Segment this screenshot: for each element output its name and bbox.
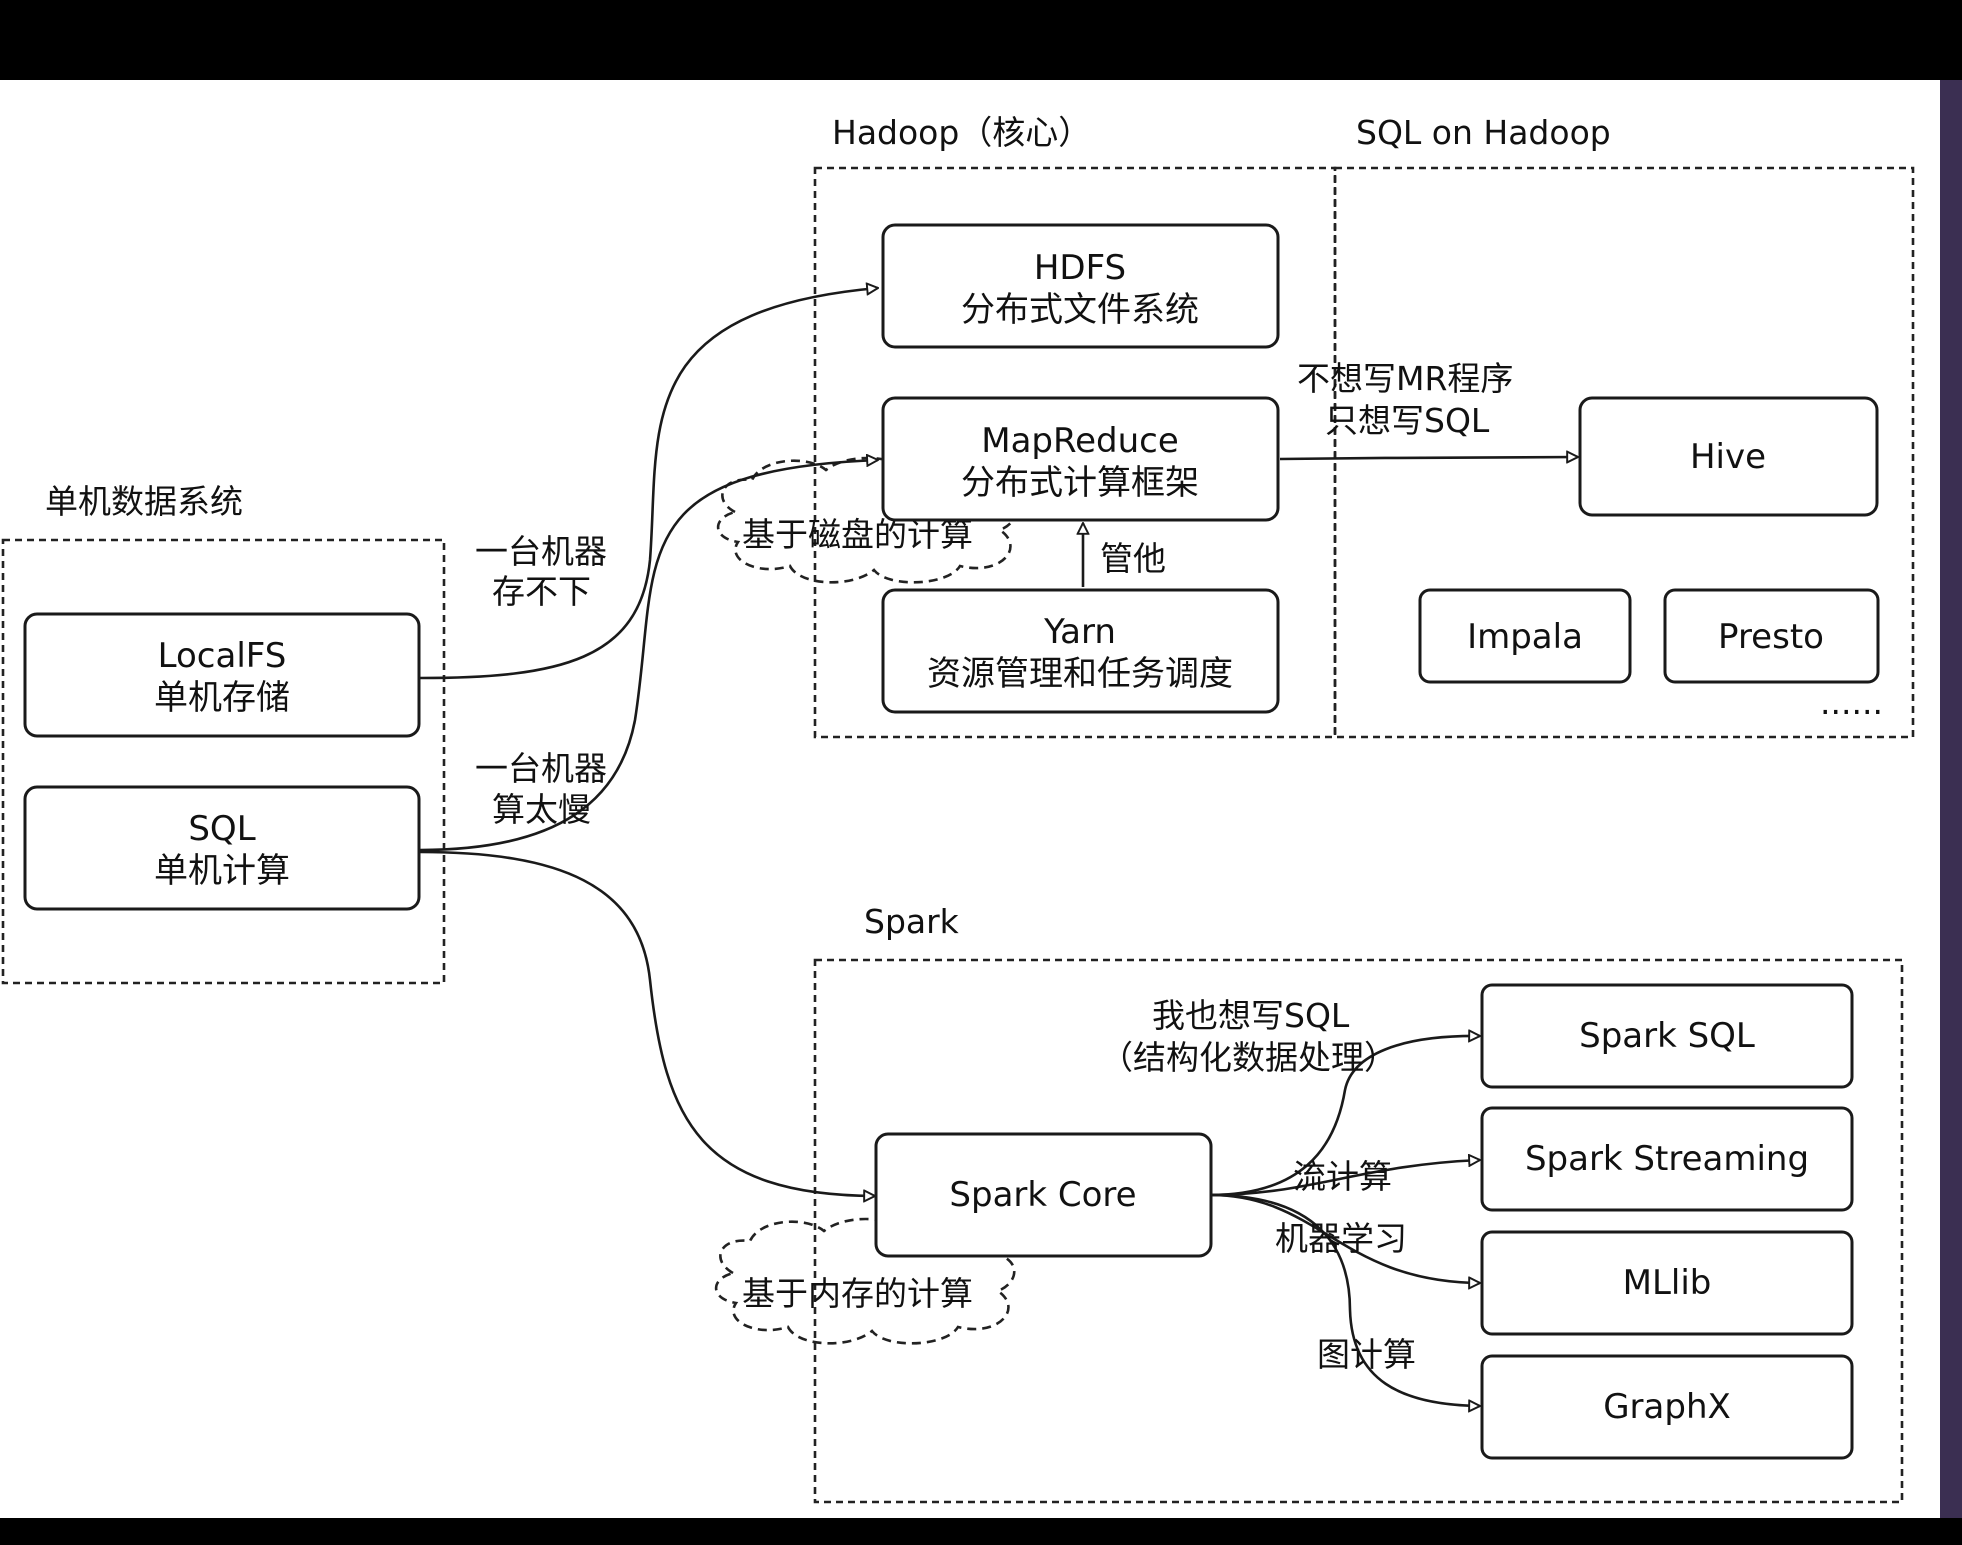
node-presto[interactable]: Presto: [1663, 588, 1880, 684]
spark-streaming-label: Spark Streaming: [1525, 1139, 1809, 1179]
disk-compute-cloud: [716, 456, 1018, 584]
label-manages: 管他: [1100, 539, 1166, 578]
label-to-spark-sql-2: （结构化数据处理）: [1100, 1038, 1397, 1077]
label-to-spark-sql-1: 我也想写SQL: [1152, 996, 1350, 1035]
mllib-label: MLlib: [1623, 1263, 1712, 1303]
spark-core-label: Spark Core: [949, 1175, 1136, 1215]
node-graphx[interactable]: GraphX: [1480, 1354, 1854, 1460]
node-hive[interactable]: Hive: [1578, 396, 1879, 517]
node-spark-sql[interactable]: Spark SQL: [1480, 983, 1854, 1089]
hdfs-desc: 分布式文件系统: [961, 290, 1199, 330]
edge-sql-sparkcore: [419, 850, 875, 1196]
sql-on-hadoop-title: SQL on Hadoop: [1356, 113, 1611, 152]
spark-frame: [813, 958, 1904, 1504]
label-compute-slow-2: 算太慢: [492, 790, 591, 829]
impala-label: Impala: [1467, 617, 1583, 657]
hadoop-title: Hadoop（核心）: [832, 113, 1091, 152]
label-storage-limit-2: 存不下: [492, 572, 591, 611]
node-spark-core[interactable]: Spark Core: [874, 1132, 1213, 1258]
yarn-name: Yarn: [1043, 612, 1116, 652]
memory-compute-note: 基于内存的计算: [742, 1274, 973, 1313]
right-side-strip: [1940, 80, 1962, 1518]
node-mllib[interactable]: MLlib: [1480, 1230, 1854, 1336]
graphx-label: GraphX: [1603, 1387, 1731, 1427]
edge-sparkcore-sparksql: [1209, 1036, 1480, 1197]
node-sql[interactable]: SQL 单机计算: [23, 785, 421, 911]
label-graph: 图计算: [1317, 1335, 1416, 1374]
edge-sql-mapreduce: [419, 460, 878, 852]
label-ml: 机器学习: [1275, 1219, 1407, 1258]
spark-sql-label: Spark SQL: [1579, 1016, 1755, 1056]
edge-sparkcore-streaming: [1209, 1160, 1480, 1197]
label-to-hive-1: 不想写MR程序: [1297, 359, 1513, 398]
memory-compute-cloud: [714, 1217, 1016, 1345]
node-mapreduce[interactable]: MapReduce 分布式计算框架: [881, 396, 1280, 522]
spark-title: Spark: [864, 902, 960, 941]
yarn-desc: 资源管理和任务调度: [927, 654, 1233, 694]
more-ellipsis: ......: [1820, 683, 1883, 722]
localfs-name: LocalFS: [158, 636, 287, 676]
label-compute-slow-1: 一台机器: [475, 749, 607, 788]
hive-label: Hive: [1690, 437, 1766, 477]
mapreduce-desc: 分布式计算框架: [961, 463, 1199, 503]
edge-sparkcore-graphx: [1209, 1193, 1480, 1406]
label-to-hive-2: 只想写SQL: [1325, 401, 1490, 440]
sql-name: SQL: [188, 809, 255, 849]
localfs-desc: 单机存储: [154, 678, 290, 718]
node-hdfs[interactable]: HDFS 分布式文件系统: [881, 223, 1280, 349]
sql-desc: 单机计算: [154, 851, 290, 891]
edge-mapreduce-hive: [1279, 457, 1578, 459]
sql-on-hadoop-frame: [1333, 166, 1915, 739]
single-system-frame: [1, 538, 446, 985]
node-impala[interactable]: Impala: [1418, 588, 1632, 684]
node-yarn[interactable]: Yarn 资源管理和任务调度: [881, 588, 1280, 714]
bottom-black-band: [0, 1518, 1962, 1545]
node-localfs[interactable]: LocalFS 单机存储: [23, 612, 421, 738]
node-spark-streaming[interactable]: Spark Streaming: [1480, 1106, 1854, 1212]
edge-sparkcore-mllib: [1209, 1193, 1480, 1283]
top-black-band: [0, 0, 1962, 80]
hdfs-name: HDFS: [1034, 248, 1126, 288]
edge-localfs-hdfs: [419, 288, 878, 680]
label-stream: 流计算: [1293, 1157, 1392, 1196]
mapreduce-name: MapReduce: [981, 421, 1179, 461]
presto-label: Presto: [1718, 617, 1824, 657]
single-system-title: 单机数据系统: [45, 482, 243, 521]
label-storage-limit-1: 一台机器: [475, 532, 607, 571]
